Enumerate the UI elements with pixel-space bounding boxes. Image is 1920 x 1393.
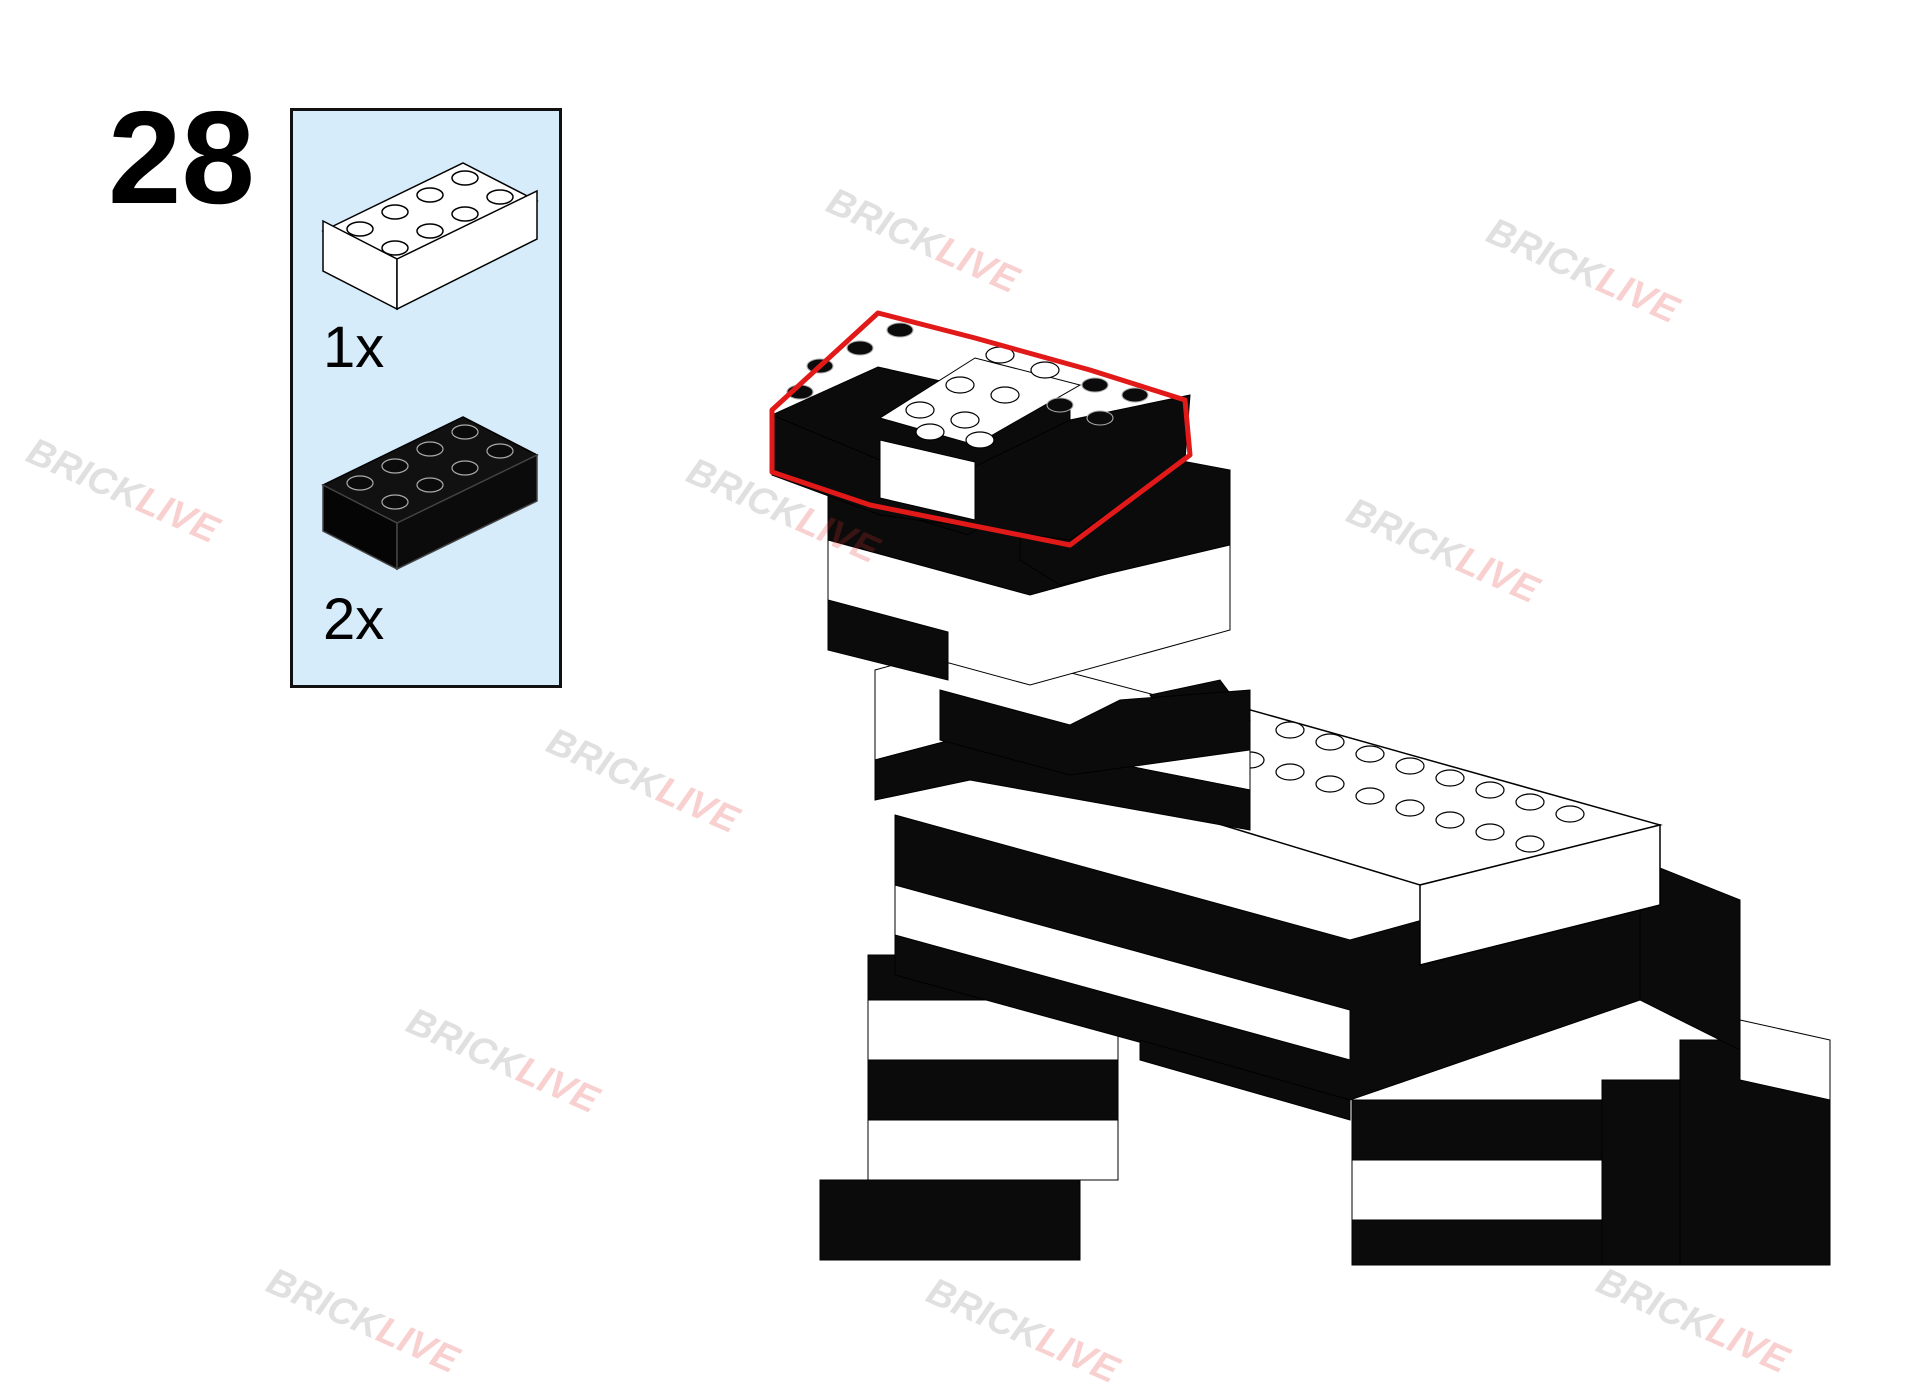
step-number: 28: [108, 84, 255, 231]
highlight-outline: [769, 310, 1193, 548]
part-2-quantity: 2x: [323, 587, 385, 652]
body: [894, 814, 1831, 1121]
part-white-brick-2x4: [315, 133, 545, 313]
part-1-quantity: 1x: [323, 315, 385, 380]
zebra-model-illustration: [769, 310, 1831, 1266]
part-black-brick-2x4: [315, 403, 545, 583]
step-new-bricks: [769, 310, 1193, 548]
parts-list-panel: 1x 2x: [290, 108, 562, 688]
